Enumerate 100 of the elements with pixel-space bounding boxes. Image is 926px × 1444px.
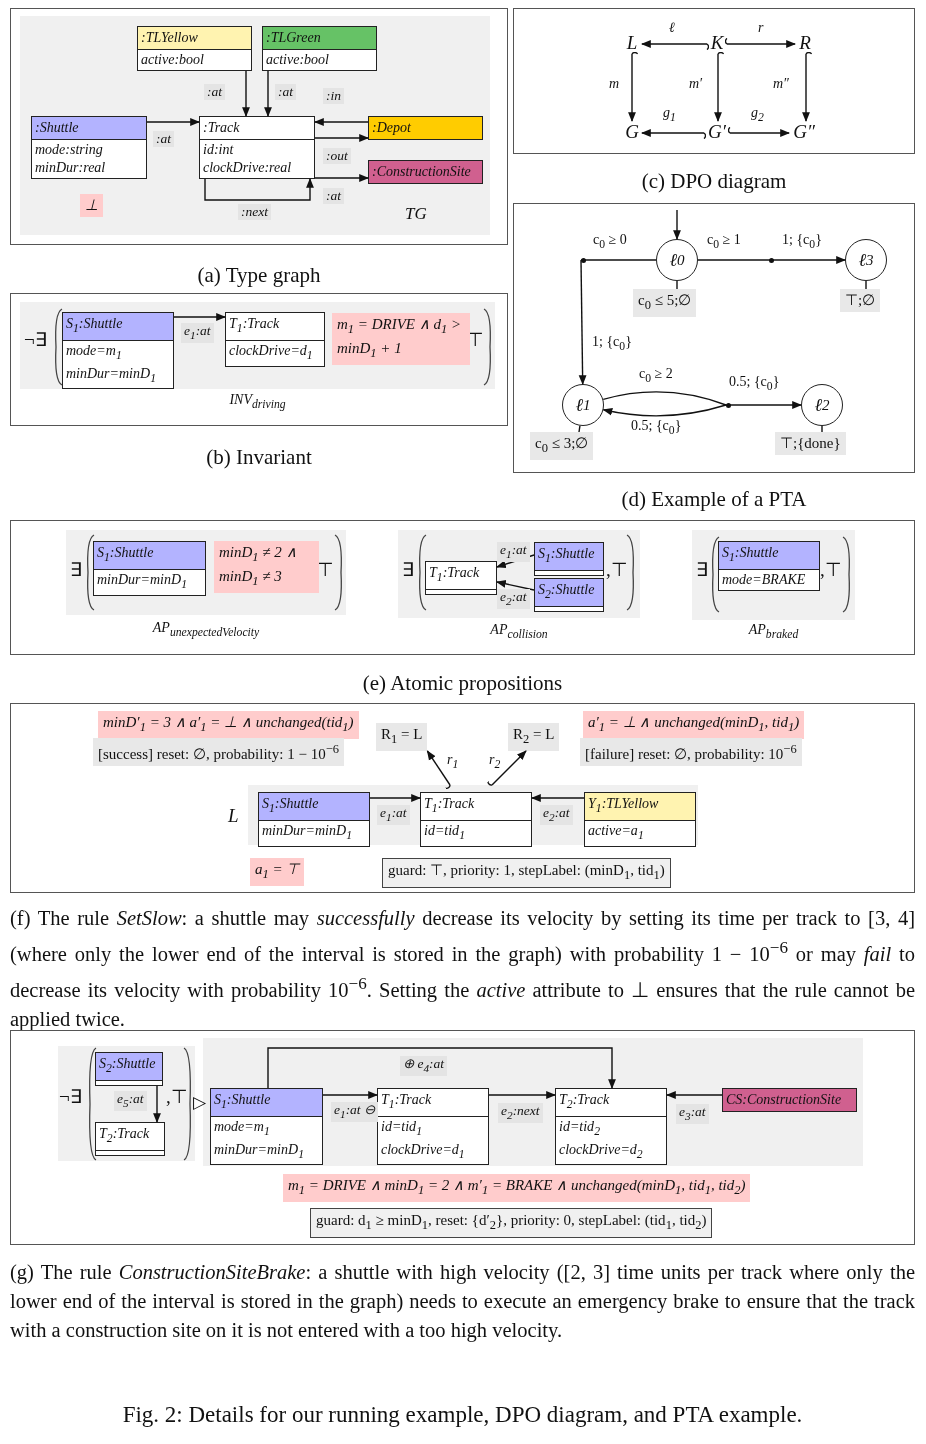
condition-label: AP$_{braked}$ [747, 622, 800, 641]
object-label: R [795, 32, 815, 54]
edge-label: e$_{1}$:at [497, 542, 530, 562]
logic-symbol: ¬∃ [24, 328, 48, 352]
condition-label: INV$_{driving}$ [228, 392, 287, 411]
object-label: K [707, 32, 727, 54]
panel-caption: (g) The rule ConstructionSiteBrake: a shuttle with high velocity ([2, 3] time units per track where only the lower end of the interval is stored in the graph) needs to execute an emergency brake to ensure that the track with a construction site on it is not entered with a too high velocity. [10, 1260, 915, 1344]
class-name: S$_{1}$:Shuttle [63, 313, 173, 341]
object-label: G′ [704, 121, 730, 143]
edge-label: :at [204, 84, 225, 100]
annotation-label: R$_{2}$ = L [508, 723, 560, 751]
logic-symbol: ,⊤ [606, 558, 629, 582]
arrow [768, 256, 846, 264]
edge-label: e$_{2}$:at [540, 805, 573, 825]
edge-label: e$_{1}$:at ⊖ [331, 1102, 378, 1122]
class-name: S$_{2}$:Shuttle [535, 579, 603, 607]
class-box [199, 116, 315, 179]
class-name: :Depot [369, 117, 482, 139]
condition-note: a′$_{1}$ = ⊥ ∧ unchanged(minD$_{1}$, tid$_{1}$) [583, 711, 805, 739]
condition-note: minD′$_{1}$ = 3 ∧ a′$_{1}$ = ⊥ ∧ unchanged(tid$_{1}$) [98, 711, 359, 739]
class-name: :Shuttle [32, 117, 146, 140]
condition-note: m$_{1}$ = DRIVE ∧ d$_{1}$ > minD$_{1}$ + 1 [332, 313, 470, 365]
arrow [204, 178, 314, 201]
class-name: S$_{2}$:Shuttle [96, 1053, 162, 1081]
class-box [262, 26, 377, 71]
class-name: :TLGreen [263, 27, 376, 50]
arrow [802, 51, 813, 122]
edge-label: e$_{1}$:at [181, 323, 214, 343]
arrow [369, 794, 421, 802]
edge-label: :in [323, 88, 344, 104]
object-label: L [622, 32, 642, 54]
edge-label: :out [323, 148, 351, 164]
edge-label: :at [153, 131, 174, 147]
attribute-text: active=a$_{1}$ [587, 821, 645, 844]
class-box [137, 26, 252, 71]
annotation-label: [failure] reset: ∅, probability: 10$^{−6}$ [580, 738, 802, 766]
condition-label: AP$_{unexpectedVelocity}$ [151, 620, 261, 639]
arrow [322, 1091, 378, 1099]
class-box [584, 792, 696, 847]
class-box [93, 541, 206, 596]
arrow [488, 1091, 556, 1099]
arrow [578, 259, 587, 385]
class-name: S$_{1}$:Shuttle [211, 1089, 322, 1117]
arrow [602, 404, 727, 417]
arrow [242, 70, 250, 117]
annotation-label: c$_{0}$ ≤ 3;∅ [530, 432, 594, 460]
edge-label: e$_{2}$:at [497, 589, 530, 609]
class-box [420, 792, 532, 847]
logic-symbol: ,⊤ [166, 1085, 189, 1109]
class-box [62, 312, 174, 390]
class-name: CS:ConstructionSite [723, 1089, 856, 1111]
class-box [555, 1088, 667, 1166]
arrow [666, 1091, 723, 1099]
rule-info-box: guard: d$_{1}$ ≥ minD$_{1}$, reset: {d′$_{2}$}, priority: 0, stepLabel: (tid$_{1}$, tid$_{2}$) [310, 1208, 713, 1238]
rule-info-box: guard: ⊤, priority: 1, stepLabel: (minD$_{1}$, tid$_{1}$) [382, 858, 671, 888]
edge-label: e$_{2}$:next [498, 1103, 543, 1123]
class-box [718, 541, 820, 591]
class-box [31, 116, 147, 179]
class-name: :ConstructionSite [369, 161, 482, 183]
panel-caption: (d) Example of a PTA [620, 486, 808, 512]
arrow [314, 134, 369, 142]
attribute-text: minDur=minD$_{1}$ [96, 570, 188, 593]
condition-note: minD$_{1}$ ≠ 2 ∧ minD$_{1}$ ≠ 3 [214, 541, 319, 593]
arrow [267, 1047, 616, 1089]
class-box [377, 1088, 489, 1166]
class-name: Y$_{1}$:TLYellow [585, 793, 695, 821]
junction-dot [769, 258, 774, 263]
arrow [314, 118, 369, 126]
attribute-text: active:bool [265, 51, 330, 69]
arrow [727, 126, 790, 137]
arrow [641, 40, 710, 51]
arrow [673, 209, 681, 240]
arrow [153, 1085, 161, 1123]
condition-label: AP$_{collision}$ [488, 622, 549, 641]
rule-symbol: ▷ [193, 1092, 206, 1113]
panel-caption: (e) Atomic propositions [361, 670, 564, 696]
attribute-text: clockDrive=d$_{1}$ [228, 341, 314, 364]
annotation-label: ⊤;∅ [840, 289, 881, 312]
class-name: S$_{1}$:Shuttle [535, 543, 603, 571]
class-box [225, 312, 325, 367]
arrow [531, 794, 585, 802]
arrow [628, 51, 639, 122]
panel-caption: (b) Invariant [205, 444, 313, 470]
arrow [714, 51, 725, 122]
attribute-text: mode:string minDur:real [34, 141, 107, 177]
attribute-text: mode=BRAKE [721, 570, 807, 589]
logic-symbol: ∃ [696, 558, 709, 582]
arrow [173, 313, 226, 321]
annotation-label: c$_{0}$ ≤ 5;∅ [633, 289, 697, 317]
attribute-text: id=tid$_{2}$ clockDrive=d$_{2}$ [558, 1117, 644, 1163]
annotation-label: ⊤;{done} [775, 432, 846, 455]
annotation-label: [success] reset: ∅, probability: 1 − 10$^{−6}$ [93, 738, 344, 766]
class-name: S$_{1}$:Shuttle [259, 793, 369, 821]
edge-label: :at [323, 188, 344, 204]
arrow [487, 750, 527, 786]
arrow [426, 750, 451, 790]
class-name: S$_{1}$:Shuttle [719, 542, 819, 570]
arrow [725, 401, 802, 409]
panel-caption: (c) DPO diagram [640, 168, 788, 194]
attribute-text: mode=m$_{1}$ minDur=minD$_{1}$ [213, 1117, 305, 1163]
